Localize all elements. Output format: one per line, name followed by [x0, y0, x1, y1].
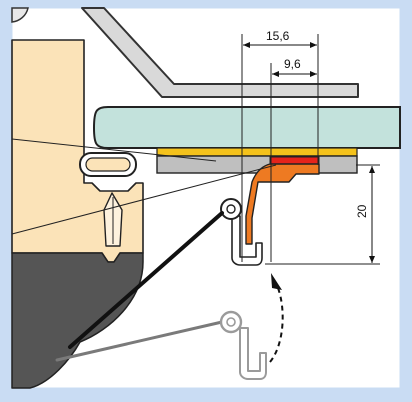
profile-swung-hole	[226, 317, 236, 327]
dim-label-inner: 9,6	[284, 57, 301, 71]
profile-swung-circle	[219, 310, 243, 334]
profile-hinge-hole	[226, 204, 236, 214]
black-cable	[68, 211, 224, 349]
leader-line-upper	[11, 138, 217, 162]
orange-clip	[245, 163, 320, 245]
glass-pane	[92, 106, 401, 149]
curved-arrow-head-icon	[271, 273, 282, 290]
leader-line-lower	[11, 164, 277, 235]
grey-cable	[55, 320, 224, 362]
cream-holder-inner	[85, 157, 131, 172]
profile-mounted	[231, 215, 263, 266]
yellow-strip	[156, 147, 358, 157]
top-left-round	[11, 7, 29, 23]
hinge-bar	[81, 7, 359, 98]
dim-label-outer: 15,6	[266, 29, 290, 43]
red-strip	[269, 156, 320, 165]
curved-dashed-arrow-icon	[269, 287, 284, 363]
dim-label-height: 20	[355, 204, 369, 218]
dark-base	[11, 252, 144, 389]
profile-swung	[239, 327, 267, 380]
profile-hinge-circle	[220, 198, 242, 220]
